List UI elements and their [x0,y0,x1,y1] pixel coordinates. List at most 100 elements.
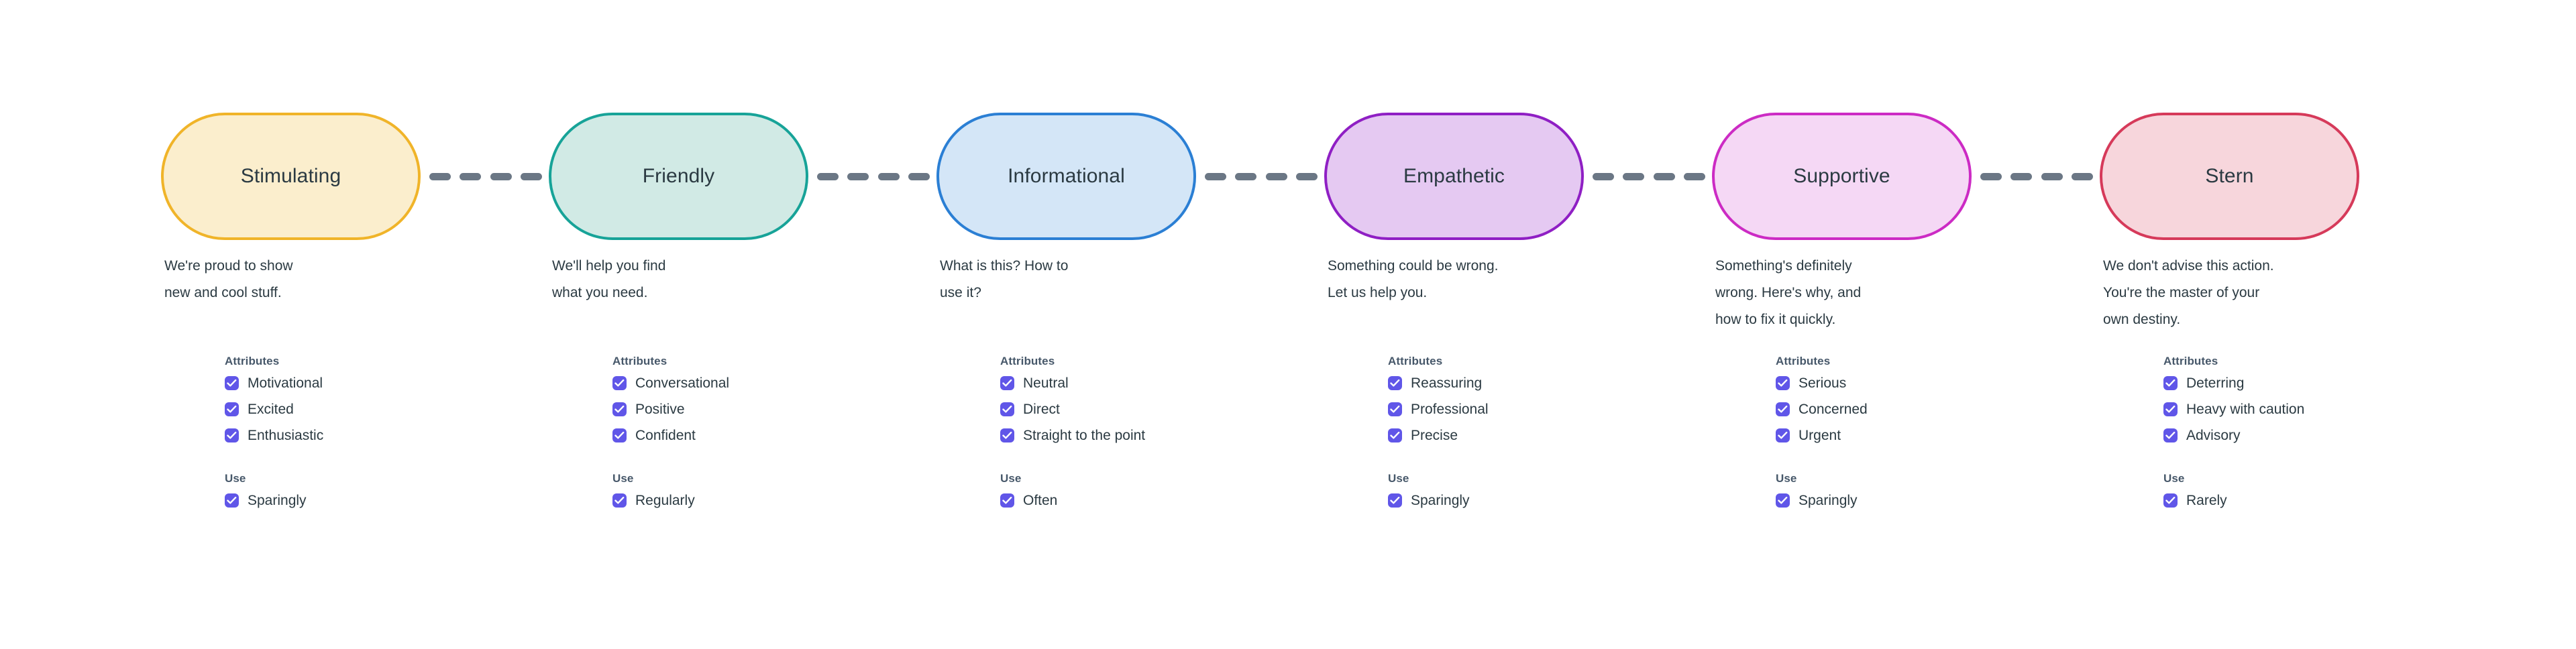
connector-dash [877,172,900,180]
use-item[interactable]: Often [1000,491,1316,510]
attribute-item[interactable]: Excited [225,400,540,418]
use-item[interactable]: Sparingly [225,491,540,510]
connector-dash [429,172,451,180]
checkbox-checked-icon[interactable] [2163,402,2178,416]
attribute-item[interactable]: Professional [1388,400,1703,418]
attribute-item-label: Enthusiastic [248,428,324,443]
connector-dash [1623,172,1645,180]
checkbox-checked-icon[interactable] [1000,428,1014,442]
use-item-label: Rarely [2186,493,2227,508]
attribute-item[interactable]: Concerned [1776,400,2091,418]
checkbox-checked-icon[interactable] [612,493,627,508]
checkbox-checked-icon[interactable] [2163,493,2178,508]
connector-dash [1265,172,1287,180]
use-item-label: Sparingly [1799,493,1858,508]
attribute-item[interactable]: Heavy with caution [2163,400,2479,418]
attribute-item[interactable]: Enthusiastic [225,426,540,445]
connector-dash [490,172,512,180]
checkbox-checked-icon[interactable] [612,428,627,442]
attribute-item[interactable]: Serious [1776,374,2091,392]
use-item[interactable]: Sparingly [1776,491,2091,510]
tone-pill-informational[interactable]: Informational [936,113,1196,240]
checkbox-checked-icon[interactable] [1776,376,1790,390]
attribute-item[interactable]: Conversational [612,374,928,392]
attribute-item-label: Concerned [1799,402,1868,417]
attribute-item[interactable]: Confident [612,426,928,445]
use-item[interactable]: Rarely [2163,491,2479,510]
checkbox-checked-icon[interactable] [1388,402,1402,416]
dashed-connector [1593,171,1705,182]
tone-pill-empathetic[interactable]: Empathetic [1324,113,1584,240]
attribute-item-label: Neutral [1023,375,1069,391]
connector-dash [2041,172,2063,180]
checkbox-checked-icon[interactable] [2163,428,2178,442]
attribute-item[interactable]: Urgent [1776,426,2091,445]
tone-pill-stern[interactable]: Stern [2100,113,2359,240]
checkbox-checked-icon[interactable] [612,376,627,390]
checkbox-checked-icon[interactable] [2163,376,2178,390]
tone-pill-stimulating[interactable]: Stimulating [161,113,421,240]
attribute-item[interactable]: Reassuring [1388,374,1703,392]
dashed-connector [429,171,542,182]
attribute-item[interactable]: Deterring [2163,374,2479,392]
use-item[interactable]: Regularly [612,491,928,510]
use-list: Regularly [612,491,928,510]
use-list: Sparingly [1388,491,1703,510]
connector-dash [847,172,869,180]
checkbox-checked-icon[interactable] [225,428,239,442]
use-heading: Use [1000,472,1022,485]
tone-pill-label: Stern [2205,165,2254,187]
checkbox-checked-icon[interactable] [612,402,627,416]
attribute-item[interactable]: Positive [612,400,928,418]
attribute-item[interactable]: Neutral [1000,374,1316,392]
attribute-item[interactable]: Direct [1000,400,1316,418]
checkbox-checked-icon[interactable] [1388,493,1402,508]
attribute-item-label: Direct [1023,402,1060,417]
use-heading: Use [225,472,246,485]
use-heading: Use [612,472,634,485]
tone-description: We're proud to show new and cool stuff. [164,258,293,300]
connector-dash [1295,172,1318,180]
checkbox-checked-icon[interactable] [1000,493,1014,508]
attribute-item[interactable]: Motivational [225,374,540,392]
attributes-heading: Attributes [1776,355,1831,367]
checkbox-checked-icon[interactable] [1776,428,1790,442]
tone-description: Something could be wrong. Let us help yo… [1328,258,1499,300]
checkbox-checked-icon[interactable] [225,493,239,508]
use-item-label: Sparingly [1411,493,1470,508]
connector-dash [2071,172,2093,180]
checkbox-checked-icon[interactable] [225,402,239,416]
attribute-item-label: Advisory [2186,428,2241,443]
checkbox-checked-icon[interactable] [1000,402,1014,416]
attribute-item[interactable]: Straight to the point [1000,426,1316,445]
checkbox-checked-icon[interactable] [1388,376,1402,390]
tone-pill-supportive[interactable]: Supportive [1712,113,1972,240]
attribute-item[interactable]: Precise [1388,426,1703,445]
attributes-heading: Attributes [2163,355,2218,367]
tone-pill-friendly[interactable]: Friendly [549,113,808,240]
attribute-item-label: Heavy with caution [2186,402,2305,417]
use-list: Often [1000,491,1316,510]
checkbox-checked-icon[interactable] [1000,376,1014,390]
checkbox-checked-icon[interactable] [225,376,239,390]
use-item[interactable]: Sparingly [1388,491,1703,510]
checkbox-checked-icon[interactable] [1776,402,1790,416]
checkbox-checked-icon[interactable] [1388,428,1402,442]
tone-description: What is this? How to use it? [940,258,1069,300]
attribute-item-label: Professional [1411,402,1489,417]
connector-dash [460,172,482,180]
attributes-heading: Attributes [225,355,280,367]
checkbox-checked-icon[interactable] [1776,493,1790,508]
use-item-label: Regularly [635,493,695,508]
attribute-item[interactable]: Advisory [2163,426,2479,445]
